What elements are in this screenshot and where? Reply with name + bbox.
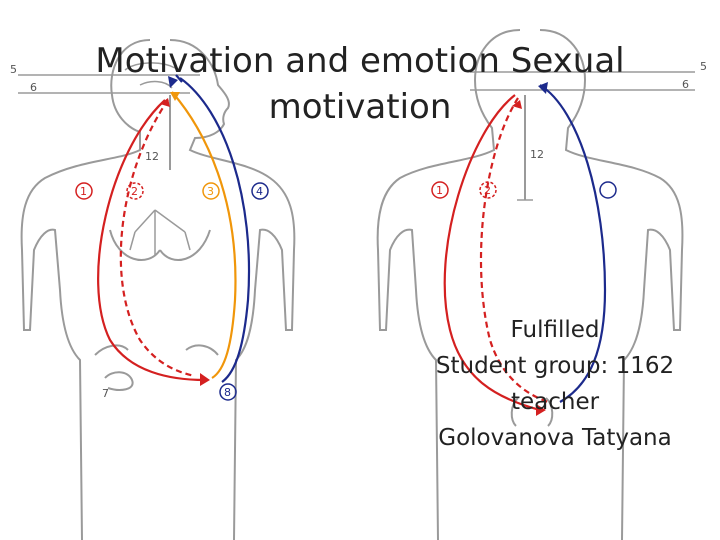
left-label-3: 3 [207, 185, 214, 198]
title-line-1: Motivation and emotion Sexual [95, 41, 625, 81]
right-reference-lines [470, 71, 695, 201]
left-label-8: 8 [224, 386, 231, 399]
right-pathways [443, 84, 607, 412]
right-circle-labels: 1 2 [431, 181, 617, 199]
right-label-6: 6 [682, 78, 689, 91]
left-label-4: 4 [256, 185, 263, 198]
left-label-2: 2 [131, 185, 138, 198]
right-label-5: 5 [700, 60, 707, 73]
credits-student-group: Student group: 1162 [435, 353, 675, 379]
right-label-2: 2 [484, 184, 491, 197]
left-circle-labels: 1 2 3 4 8 [75, 182, 269, 401]
left-arrowheads [160, 76, 210, 386]
left-reference-lines [18, 74, 200, 255]
left-label-1: 1 [80, 185, 87, 198]
left-body-outline [20, 39, 296, 540]
left-label-5: 5 [10, 63, 17, 76]
left-label-12: 12 [145, 150, 159, 163]
credits-teacher-label: teacher [510, 389, 600, 415]
left-label-7: 7 [102, 387, 109, 400]
left-label-6: 6 [30, 81, 37, 94]
right-arrowheads [512, 82, 548, 416]
left-pathways [97, 74, 251, 383]
credits-teacher-name: Golovanova Tatyana [438, 425, 672, 451]
credits-fulfilled: Fulfilled [510, 317, 600, 343]
right-body-outline [376, 29, 684, 540]
title-line-2: motivation [268, 87, 452, 127]
right-label-1: 1 [436, 184, 443, 197]
slide-title: Motivation and emotion Sexual motivation [40, 38, 680, 130]
credits-block: Fulfilled Student group: 1162 teacher Go… [395, 312, 715, 456]
right-label-12: 12 [530, 148, 544, 161]
